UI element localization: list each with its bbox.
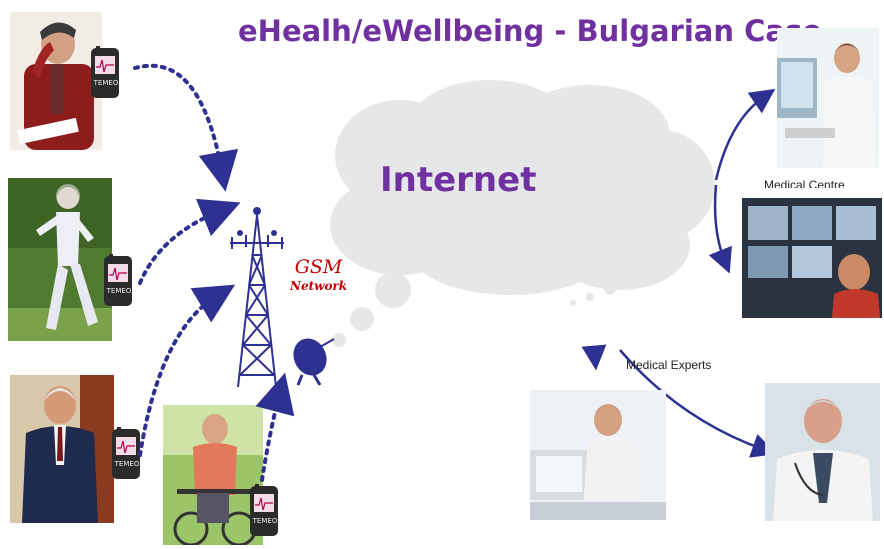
patient-photo-elderly-man-suit xyxy=(10,375,114,523)
internet-label: Internet xyxy=(380,160,537,200)
temeo-device-label: TEMEO xyxy=(114,460,140,468)
gsm-network-label: GSM Network xyxy=(290,256,348,293)
temeo-device-label: TEMEO xyxy=(93,79,119,87)
medical-centre-photo-doctor-computer xyxy=(777,28,879,168)
medical-expert-photo-computer xyxy=(530,390,666,520)
gsm-title: GSM xyxy=(294,256,343,278)
medical-experts-label: Medical Experts xyxy=(626,358,712,372)
temeo-device-2: TEMEO xyxy=(103,254,133,308)
medical-centre-label: Medical Centre xyxy=(764,178,845,188)
patient-photo-stressed-man xyxy=(10,12,102,150)
gsm-tower-icon xyxy=(230,207,284,388)
temeo-device-label: TEMEO xyxy=(106,287,132,295)
temeo-device-4: TEMEO xyxy=(249,484,279,538)
medical-centre-photo-monitoring xyxy=(742,198,882,318)
internet-cloud xyxy=(330,80,715,347)
medical-expert-photo-senior-doctor xyxy=(765,383,880,521)
satellite-dish-icon xyxy=(293,338,335,386)
page-title: eHealh/eWellbeing - Bulgarian Case xyxy=(238,14,822,48)
patient-photo-cyclist xyxy=(163,405,263,545)
temeo-device-1: TEMEO xyxy=(90,46,120,100)
gsm-subtitle: Network xyxy=(290,279,348,293)
temeo-device-label: TEMEO xyxy=(252,517,278,525)
temeo-device-3: TEMEO xyxy=(111,427,141,481)
patient-photo-walking-woman xyxy=(8,178,112,341)
